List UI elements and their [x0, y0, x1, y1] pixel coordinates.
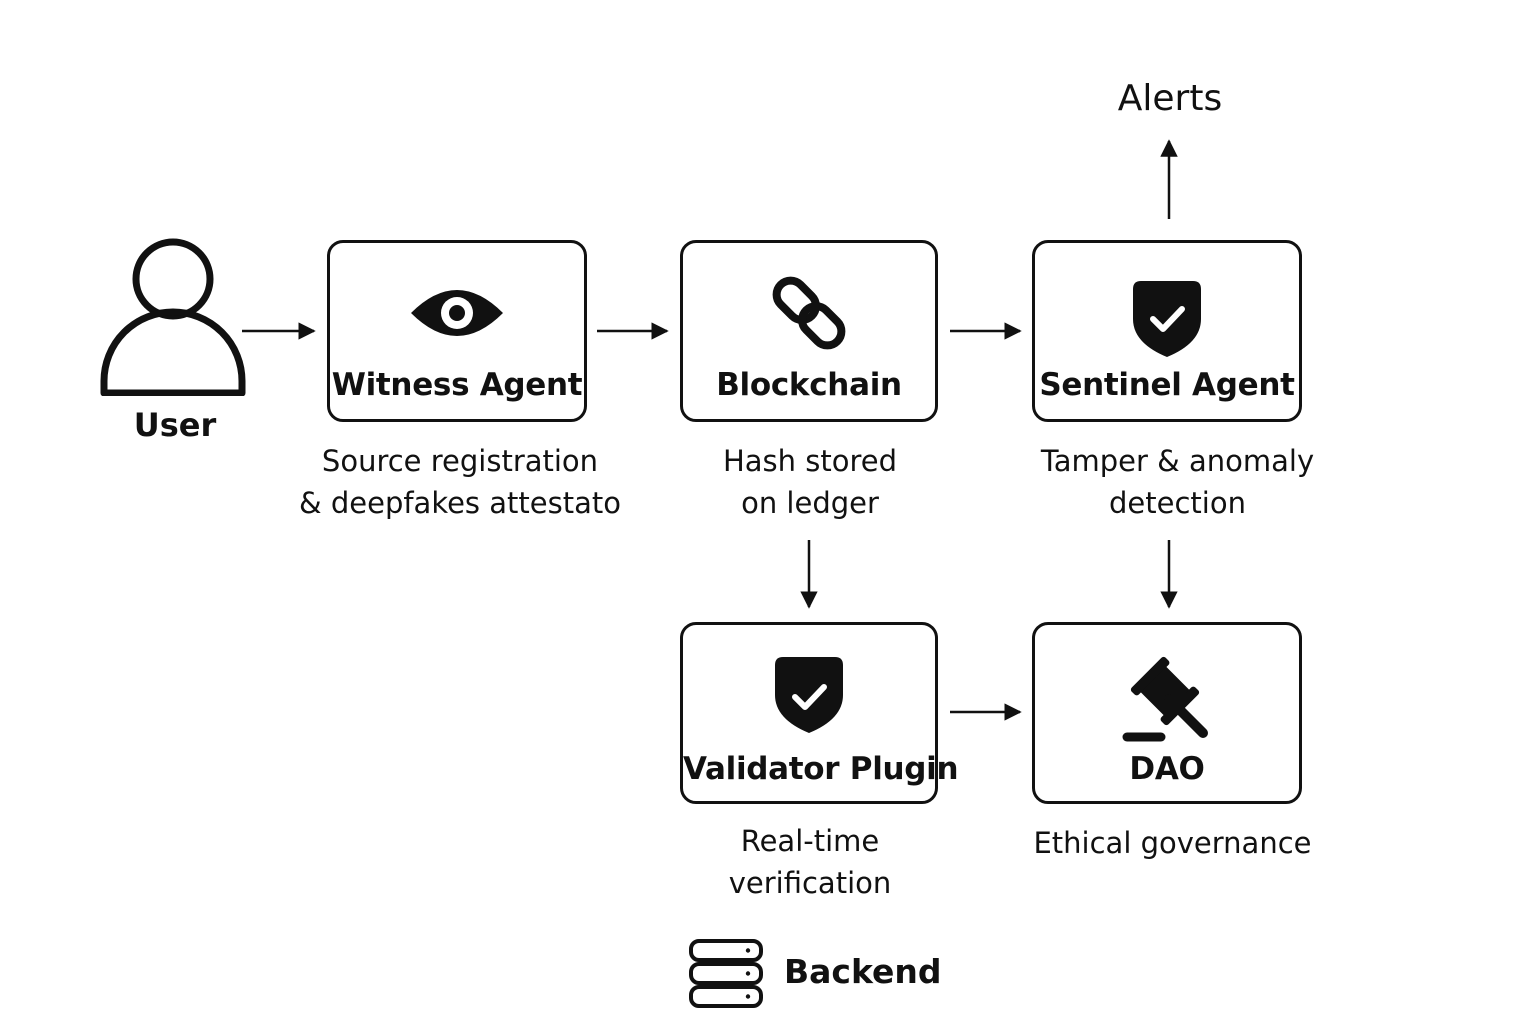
server-stack-icon [689, 939, 763, 1008]
witness-agent-label: Witness Agent [331, 367, 583, 403]
user-label: User [133, 406, 217, 444]
validator-plugin-label: Validator Plugin [683, 751, 959, 787]
caption-line: on ledger [741, 486, 879, 520]
caption-line: Tamper & anomaly [1040, 444, 1315, 478]
user-icon [100, 238, 246, 397]
blockchain-caption: Hash stored on ledger [640, 440, 980, 524]
caption-line: detection [1109, 486, 1246, 520]
sentinel-agent-caption: Tamper & anomaly detection [1010, 440, 1345, 524]
dao-node: DAO [1032, 622, 1302, 804]
validator-plugin-node: Validator Plugin [680, 622, 959, 804]
caption-line: Hash stored [722, 444, 898, 478]
blockchain-node: Blockchain [680, 240, 938, 422]
backend-label: Backend [784, 952, 942, 991]
caption-line: Ethical governance [1033, 826, 1312, 860]
blockchain-label: Blockchain [716, 367, 902, 403]
dao-label: DAO [1129, 751, 1205, 787]
eye-icon [411, 290, 503, 336]
link-icon [772, 276, 846, 350]
backend-legend: Backend [688, 938, 948, 1010]
sentinel-agent-label: Sentinel Agent [1039, 367, 1295, 403]
caption-line: verification [728, 866, 892, 900]
witness-agent-caption: Source registration & deepfakes attestat… [290, 440, 630, 524]
dao-caption: Ethical governance [1010, 822, 1335, 864]
caption-line: Real-time [740, 824, 880, 858]
sentinel-agent-node: Sentinel Agent [1032, 240, 1302, 422]
shield-check-icon [1133, 281, 1201, 357]
caption-line: Source registration [321, 444, 599, 478]
witness-agent-node: Witness Agent [327, 240, 587, 422]
caption-line: & deepfakes attestato [299, 486, 621, 520]
shield-check-icon [775, 657, 843, 733]
gavel-icon [1122, 656, 1208, 742]
validator-plugin-caption: Real-time verification [640, 820, 980, 904]
user-actor [100, 236, 246, 397]
alerts-label: Alerts [1117, 78, 1223, 119]
